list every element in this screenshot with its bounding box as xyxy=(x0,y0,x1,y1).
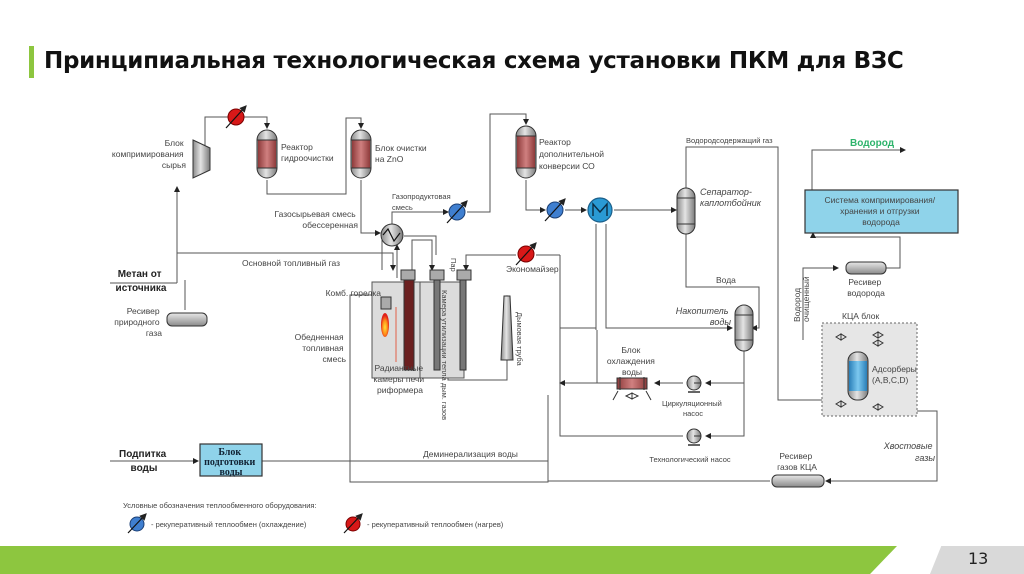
slide-title: Принципиальная технологическая схема уст… xyxy=(44,48,904,74)
natural-gas-receiver xyxy=(166,312,208,327)
label-circ-pump: Циркуляционный насос xyxy=(662,399,724,418)
process-pump-icon xyxy=(686,428,702,446)
water-accumulator xyxy=(734,304,754,352)
chimney xyxy=(500,295,514,361)
zno-purification-block xyxy=(350,129,372,179)
legend: Условные обозначения теплообменного обор… xyxy=(123,501,504,534)
page-number: 13 xyxy=(968,549,989,568)
label-hydrogen-output: Водород xyxy=(850,138,895,149)
h2-compression-storage-system xyxy=(804,189,959,234)
label-compressor: Блок компримирования сырья xyxy=(112,138,186,170)
cooler-icon xyxy=(446,200,468,224)
label-main-fuel-gas: Основной топливный газ xyxy=(242,258,340,268)
label-zno-block: Блок очистки на ZnO xyxy=(375,143,429,164)
legend-heating-label: - рекуперативный теплообмен (нагрев) xyxy=(367,520,504,529)
label-makeup-water: Подпитка воды xyxy=(119,449,169,474)
label-demineralization: Деминерализация воды xyxy=(423,449,518,459)
label-heat-recovery-chamber: Камера утилизации тепла дым. газов xyxy=(440,290,449,420)
page-number-tab xyxy=(930,546,1024,574)
label-product-gas-mix: Газопродуктовая смесь xyxy=(392,192,453,212)
label-tail-gases: Хвостовые газы xyxy=(883,441,936,463)
label-burner: Комб. горелка xyxy=(326,288,382,298)
label-psa-receiver: Ресивер газов КЦА xyxy=(777,451,817,472)
water-preparation-block xyxy=(199,443,263,477)
label-ng-receiver: Ресивер природного газа xyxy=(114,306,162,338)
label-purified-h2: Водород очищенный xyxy=(792,276,811,322)
label-tech-pump: Технологический насос xyxy=(649,455,731,464)
legend-cooling-icon xyxy=(127,513,147,534)
title-accent-bar xyxy=(29,46,34,78)
process-flow-diagram: Блок компримирования сырья Экономайзер Р… xyxy=(110,105,959,534)
label-h2-receiver: Ресивер водорода xyxy=(847,277,885,298)
label-separator: Сепаратор- каплотбойник xyxy=(700,187,762,208)
water-cooling-block xyxy=(612,377,652,401)
label-adsorbers: Адсорберы (A,B,C,D) xyxy=(872,364,919,385)
heater-icon xyxy=(225,105,247,129)
feed-effluent-exchanger-icon xyxy=(380,223,404,247)
psa-gas-receiver xyxy=(771,474,825,488)
separator-vessel xyxy=(676,187,696,235)
label-psa-block: КЦА блок xyxy=(842,311,880,321)
label-h2-containing-gas: Водородсодержащий газ xyxy=(686,136,773,145)
label-water-accumulator: Накопитель воды xyxy=(676,306,732,327)
legend-cooling-label: - рекуперативный теплообмен (охлаждение) xyxy=(151,520,307,529)
hydrotreating-reactor xyxy=(256,129,278,179)
label-water: Вода xyxy=(716,275,736,285)
label-water-cooling: Блок охлаждения воды xyxy=(607,345,657,377)
reformer-furnace xyxy=(371,269,472,379)
footer-accent-bar xyxy=(0,546,897,574)
label-economizer: Экономайзер xyxy=(506,264,559,274)
legend-title: Условные обозначения теплообменного обор… xyxy=(123,501,317,510)
cooler-icon xyxy=(544,198,566,222)
feed-compressor xyxy=(192,139,211,179)
label-water-prep: Блок подготовки воды xyxy=(204,447,258,478)
co-conversion-reactor xyxy=(515,125,537,179)
label-methane-source: Метан от источника xyxy=(116,269,167,294)
label-co-reactor: Реактор дополнительной конверсии СО xyxy=(539,137,606,171)
economizer-heater-icon xyxy=(515,242,537,266)
flame-icon xyxy=(381,313,389,337)
pipes xyxy=(110,113,938,484)
circulation-pump-icon xyxy=(686,375,702,393)
label-h2-system: Система компримирования/ хранения и отгр… xyxy=(824,195,937,227)
label-lean-fuel-mix: Обедненная топливная смесь xyxy=(295,332,347,364)
label-radiant-chambers: Радиантные камеры печи риформера xyxy=(373,363,426,395)
label-chimney: Дымовая труба xyxy=(515,312,524,366)
condenser-icon xyxy=(587,197,613,223)
label-steam: Пар xyxy=(449,258,458,272)
legend-heating-icon xyxy=(343,513,363,534)
label-desulfurized-mix: Газосырьевая смесь обессеренная xyxy=(274,209,358,230)
psa-block xyxy=(821,322,918,417)
label-hydro-reactor: Реактор гидроочистки xyxy=(281,142,334,163)
hydrogen-receiver xyxy=(845,261,887,275)
